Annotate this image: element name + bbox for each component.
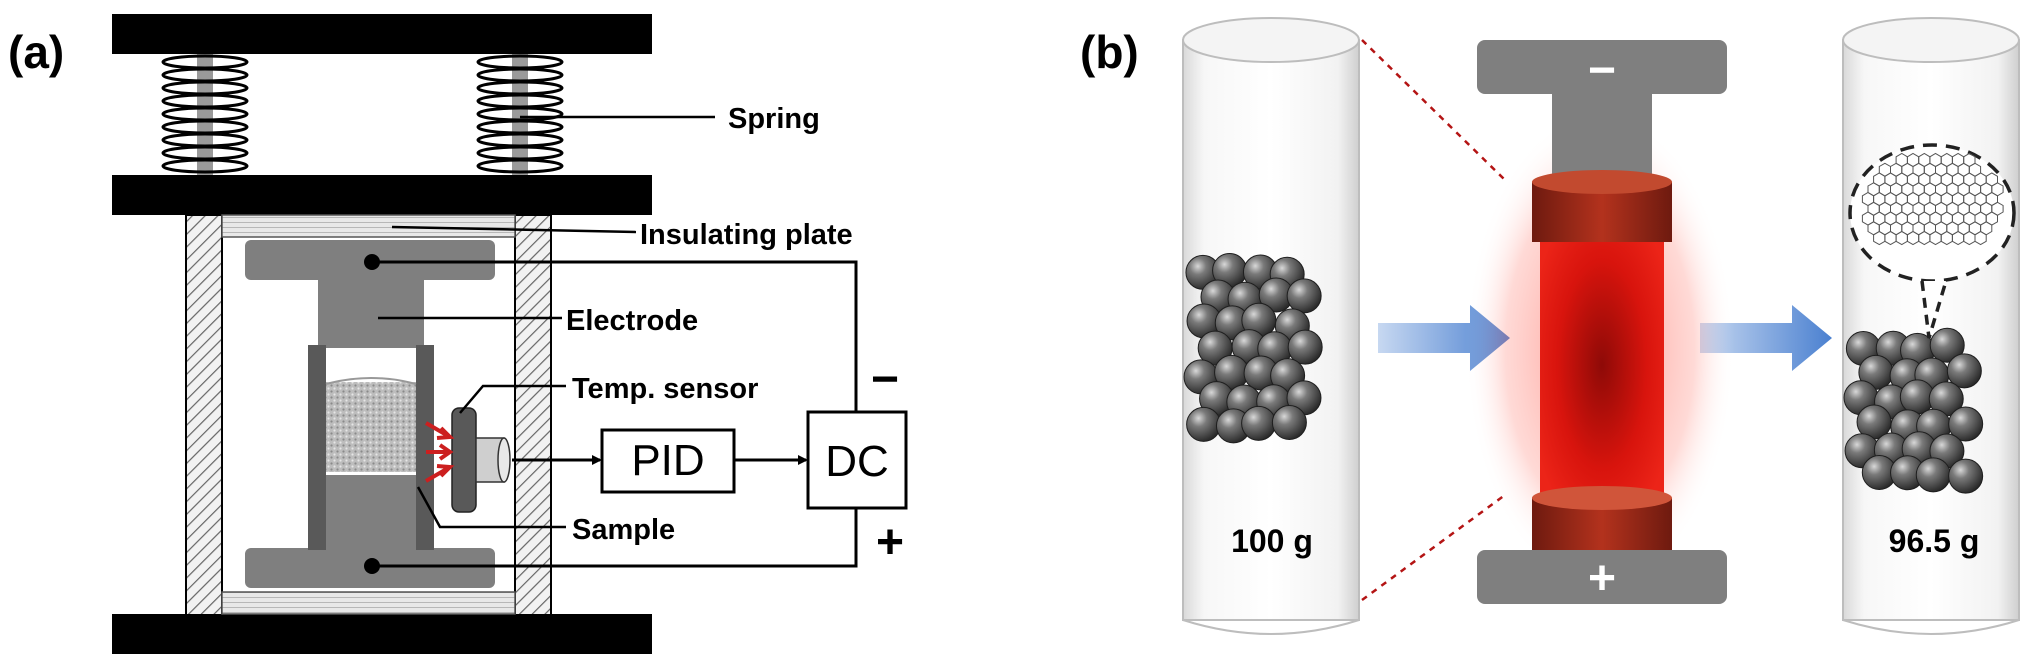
right-spring bbox=[476, 54, 564, 175]
electrode-label: Electrode bbox=[566, 305, 698, 337]
powder-particle bbox=[1186, 406, 1222, 442]
bottom-press-plate bbox=[112, 614, 652, 654]
dc-box bbox=[806, 410, 908, 510]
zoom-line-top bbox=[1361, 39, 1506, 181]
process-arrow-2 bbox=[1700, 305, 1832, 371]
powder-particle bbox=[1271, 405, 1307, 441]
positive-wire bbox=[372, 505, 858, 568]
dc-label: DC bbox=[825, 437, 889, 486]
zoom-line-bottom bbox=[1361, 493, 1506, 602]
graphene-inset bbox=[1848, 143, 2016, 339]
callout-leaders bbox=[378, 115, 715, 529]
die-left bbox=[308, 345, 326, 550]
powder-particle bbox=[1948, 406, 1984, 442]
powder-particle bbox=[1287, 329, 1323, 365]
joule-heating-setup bbox=[1465, 40, 1735, 604]
initial-mass-label: 100 g bbox=[1231, 523, 1313, 559]
upper-frame-plate bbox=[112, 175, 652, 215]
temp-sensor-label: Temp. sensor bbox=[572, 373, 758, 405]
powder-particle bbox=[1929, 327, 1965, 363]
bottom-insulating-plate bbox=[221, 591, 516, 615]
spring-label: Spring bbox=[728, 103, 820, 135]
electrode-negative-sign: − bbox=[1588, 44, 1616, 97]
positive-sign: + bbox=[876, 516, 904, 569]
powder-particle bbox=[1948, 458, 1984, 494]
initial-powder-particles bbox=[1183, 252, 1323, 444]
powder-particle bbox=[1241, 405, 1277, 441]
sample-top-curve bbox=[325, 377, 417, 385]
panel-a-label: (a) bbox=[8, 26, 64, 78]
die-right bbox=[416, 345, 434, 550]
left-wall bbox=[185, 214, 223, 616]
negative-sign: − bbox=[871, 353, 899, 406]
temp-sensor bbox=[451, 407, 511, 513]
pid-box bbox=[600, 428, 736, 494]
powder-particle bbox=[1286, 278, 1322, 314]
radiation-arrows bbox=[424, 421, 455, 483]
springs bbox=[161, 54, 564, 175]
powder-particle bbox=[1915, 457, 1951, 493]
top-press-plate bbox=[112, 14, 652, 54]
negative-wire bbox=[372, 260, 858, 415]
electrode-positive-sign: + bbox=[1588, 552, 1616, 605]
final-mass-label: 96.5 g bbox=[1889, 523, 1980, 559]
right-wall bbox=[514, 214, 552, 616]
pid-label: PID bbox=[631, 436, 704, 485]
insulating-plate-label: Insulating plate bbox=[640, 219, 853, 251]
panel-b-label: (b) bbox=[1080, 26, 1139, 78]
panel-a: (a) bbox=[8, 14, 908, 654]
sample bbox=[326, 382, 416, 472]
top-insulating-plate bbox=[221, 214, 516, 238]
panel-b: (b) 100 g − + bbox=[1080, 17, 2020, 635]
powder-particle bbox=[1946, 353, 1982, 389]
sample-label: Sample bbox=[572, 514, 675, 546]
left-spring bbox=[161, 54, 249, 175]
graphene-hexagon bbox=[1974, 230, 1987, 246]
graphene-lattice bbox=[1861, 152, 2004, 246]
final-powder-particles bbox=[1843, 327, 1984, 494]
